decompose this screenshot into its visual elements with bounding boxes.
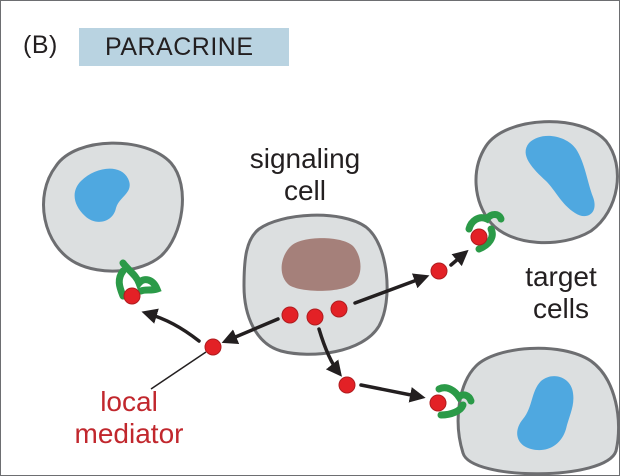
- mediator-molecule: [281, 306, 299, 324]
- receptor-bottom-right: [429, 384, 475, 419]
- arrow-to-top-left-cell: [141, 308, 201, 343]
- target-cells-label: target cells: [511, 261, 611, 325]
- signaling-nucleus: [281, 238, 361, 291]
- signaling-cell-label-line1: signaling: [249, 143, 361, 174]
- target-nucleus: [74, 168, 130, 222]
- arrow-to-top-right-cell: [449, 249, 469, 267]
- mediator-molecule: [338, 376, 356, 394]
- panel-letter: (B): [23, 31, 58, 59]
- mediator-leader-line: [150, 351, 207, 390]
- signaling-cell: [242, 213, 389, 356]
- target-cell-bottom-right: [456, 346, 619, 475]
- mediator-molecule: [306, 308, 324, 326]
- target-nucleus: [517, 376, 574, 451]
- arrow-to-left-mediator: [221, 317, 280, 344]
- mediator-molecule: [430, 262, 448, 280]
- panel-title: PARACRINE: [79, 28, 289, 66]
- target-cells-label-line2: cells: [532, 293, 589, 325]
- signaling-cell-label: signaling cell: [225, 143, 385, 207]
- arrow-to-upper-mediator: [353, 273, 430, 305]
- receptor-top-left: [115, 259, 162, 305]
- local-mediator-label-line1: local: [100, 386, 158, 417]
- local-mediator-label-line2: mediator: [74, 418, 184, 450]
- mediator-molecule: [330, 300, 348, 318]
- local-mediator-label: local mediator: [49, 386, 209, 450]
- target-cells-label-line1: target: [525, 261, 597, 292]
- receptor-top-right: [465, 211, 505, 253]
- arrow-to-bottom-right-cell: [359, 383, 426, 403]
- mediator-molecule: [204, 338, 222, 356]
- target-cell-top-left: [42, 141, 184, 273]
- arrow-to-lower-mediator: [317, 327, 342, 377]
- signaling-cell-label-line2: cell: [283, 175, 326, 207]
- target-nucleus: [525, 135, 595, 217]
- target-cell-top-right: [474, 120, 619, 245]
